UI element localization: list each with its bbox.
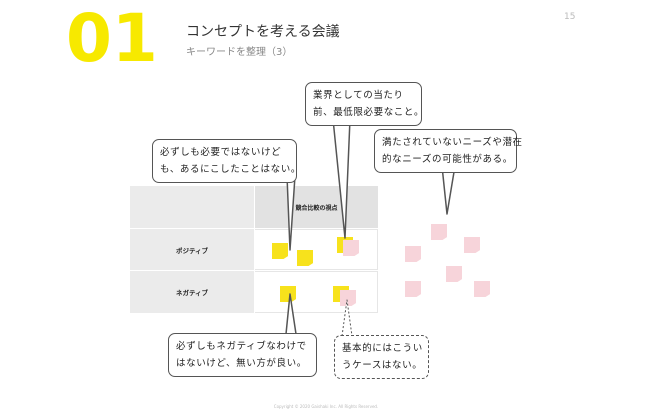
callout-text: 前、最低限必要なこと。 [313, 107, 425, 118]
callout-unmet-needs: 満たされていないニーズや潜在 的なニーズの可能性がある。 [374, 129, 523, 173]
table-header: 競合比較の視点 [255, 186, 378, 228]
sticky-note-pink[interactable] [474, 281, 490, 297]
callout-text: 基本的にはこうい [342, 343, 423, 354]
sticky-note-pink[interactable] [343, 240, 359, 256]
callout-basic-case: 基本的にはこうい うケースはない。 [334, 335, 429, 379]
section-number: 01 [66, 0, 158, 77]
callout-text: 的なニーズの可能性がある。 [382, 154, 513, 165]
page-title: コンセプトを考える会議 [186, 24, 340, 40]
copyright-footer: Copyright © 2020 Gaishaki Inc. All Right… [273, 404, 379, 409]
row-label-positive: ポジティブ [130, 229, 254, 270]
table-corner-cell [130, 186, 254, 228]
callout-text: はないけど、無い方が良い。 [176, 358, 307, 369]
sticky-note-pink[interactable] [431, 224, 447, 240]
page-subtitle: キーワードを整理（3） [186, 47, 293, 58]
sticky-note-yellow[interactable] [297, 250, 313, 266]
callout-text: 満たされていないニーズや潜在 [382, 137, 523, 148]
sticky-note-pink[interactable] [340, 290, 356, 306]
sticky-note-pink[interactable] [405, 246, 421, 262]
row-cell-negative [255, 271, 378, 313]
callout-text: 業界としての当たり [313, 90, 404, 101]
callout-text: 必ずしもネガティブなわけで [176, 341, 307, 352]
callout-text: うケースはない。 [342, 360, 423, 371]
callout-not-required: 必ずしも必要ではないけど も、あるにこしたことはない。 [152, 139, 301, 183]
sticky-note-pink[interactable] [464, 237, 480, 253]
sticky-note-pink[interactable] [405, 281, 421, 297]
sticky-note-pink[interactable] [446, 266, 462, 282]
callout-text: 必ずしも必要ではないけど [160, 147, 282, 158]
row-label-negative: ネガティブ [130, 271, 254, 313]
callout-negative: 必ずしもネガティブなわけで はないけど、無い方が良い。 [168, 333, 317, 377]
sticky-note-yellow[interactable] [272, 243, 288, 259]
callout-industry-basics: 業界としての当たり 前、最低限必要なこと。 [305, 82, 425, 126]
callout-text: も、あるにこしたことはない。 [160, 164, 301, 175]
page-number: 15 [564, 12, 576, 22]
sticky-note-yellow[interactable] [280, 286, 296, 302]
